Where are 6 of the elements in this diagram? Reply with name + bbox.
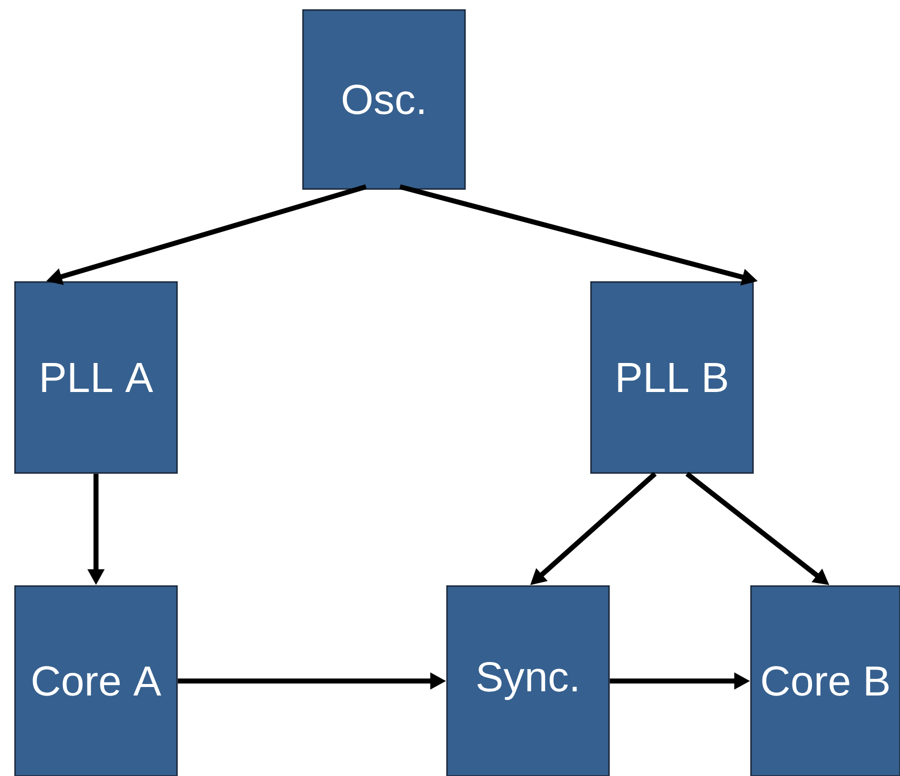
block-box: PLL B [590,281,754,474]
block-box: Sync. [446,585,610,776]
block-box: Osc. [302,9,466,190]
block-box: PLL A [14,281,178,474]
block-box: Core B [750,585,900,776]
block-box: Core A [14,585,178,776]
